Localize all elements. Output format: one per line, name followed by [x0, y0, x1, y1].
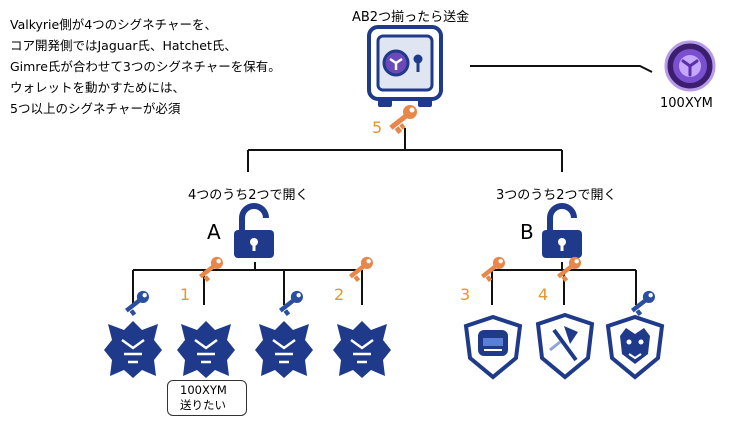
key-icon	[279, 290, 303, 316]
description-line: Gimre氏が合わせて3つのシグネチャーを保有。	[10, 59, 281, 74]
safe-icon	[367, 25, 443, 107]
valkyrie-emblem-icon	[104, 321, 162, 378]
hatchet-shield-icon	[535, 312, 595, 380]
group-a-letter: A	[207, 220, 221, 244]
key-icon	[557, 256, 581, 282]
jaguar-shield-icon	[605, 314, 665, 380]
key-number: 4	[538, 285, 549, 304]
description-line: コア開発側ではJaguar氏、Hatchet氏、	[10, 38, 237, 53]
key-icon	[631, 290, 655, 316]
top-label: AB2つ揃ったら送金	[352, 10, 470, 25]
key-icon	[349, 256, 373, 282]
key-icon	[125, 290, 149, 316]
key-number: 2	[334, 285, 345, 304]
note-callout: 100XYM 送りたい	[167, 380, 247, 416]
key-number: 3	[460, 285, 471, 304]
group-b-letter: B	[520, 220, 534, 244]
key-icon	[389, 105, 417, 134]
unlocked-padlock-icon	[542, 203, 582, 258]
description-text: Valkyrie側が4つのシグネチャーを、 コア開発側ではJaguar氏、Hat…	[10, 14, 281, 119]
group-a-rule: 4つのうち2つで開く	[188, 188, 309, 203]
valkyrie-emblem-icon	[177, 321, 235, 378]
note-line: 送りたい	[180, 398, 226, 412]
valkyrie-emblem-icon	[333, 321, 391, 378]
key-number: 5	[372, 118, 383, 137]
note-line: 100XYM	[180, 383, 227, 397]
key-number: 1	[180, 285, 191, 304]
group-b-rule: 3つのうち2つで開く	[496, 188, 617, 203]
symbol-token-icon	[664, 40, 716, 92]
unlocked-padlock-icon	[234, 203, 274, 258]
key-icon	[199, 256, 223, 282]
robot-shield-icon	[463, 314, 523, 380]
key-icon	[481, 256, 505, 282]
description-line: 5つ以上のシグネチャーが必須	[10, 101, 181, 116]
description-line: Valkyrie側が4つのシグネチャーを、	[10, 17, 218, 32]
target-label: 100XYM	[660, 96, 713, 111]
valkyrie-emblem-icon	[255, 321, 313, 378]
description-line: ウォレットを動かすためには、	[10, 80, 186, 95]
